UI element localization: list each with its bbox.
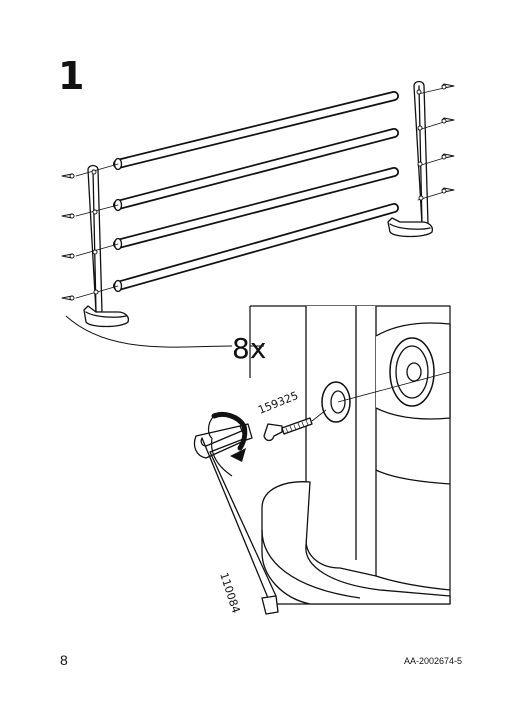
frame-assembly-illustration [61, 80, 455, 328]
quantity-label: 8x [232, 332, 266, 365]
step-number: 1 [58, 54, 85, 98]
screw-detail-illustration [249, 305, 451, 605]
right-screws [416, 83, 455, 201]
key-part-number: 110084 [217, 571, 242, 615]
rail-1 [113, 91, 399, 171]
left-screws [61, 169, 99, 301]
document-code: AA-2002674-5 [404, 656, 463, 666]
screw-icon [263, 409, 327, 442]
rail-3 [113, 167, 399, 251]
rail-2 [113, 128, 399, 212]
rotation-arrow-icon [207, 411, 248, 477]
screw-part-number: 159325 [256, 389, 300, 417]
rail-4 [113, 203, 399, 293]
page-number: 8 [60, 652, 68, 668]
